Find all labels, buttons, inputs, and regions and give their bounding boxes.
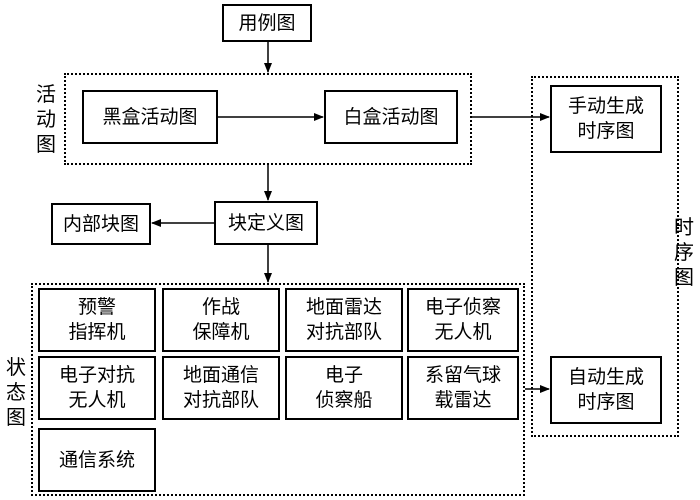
state-item-ground-radar-countermeasure-unit: 地面雷达 对抗部队 bbox=[285, 288, 403, 352]
sequence-group-label: 时 序 图 bbox=[674, 215, 694, 289]
state-item-ground-communication-countermeasure-unit: 地面通信 对抗部队 bbox=[162, 356, 280, 420]
black-box-activity-box: 黑盒活动图 bbox=[82, 90, 218, 144]
sequence-group bbox=[531, 76, 679, 437]
state-item-electronic-reconnaissance-ship: 电子 侦察船 bbox=[285, 356, 403, 420]
activity-group-label: 活 动 图 bbox=[36, 82, 56, 156]
white-box-activity-box: 白盒活动图 bbox=[324, 90, 458, 144]
manual-sequence-box: 手动生成 时序图 bbox=[550, 85, 662, 153]
auto-sequence-box: 自动生成 时序图 bbox=[550, 356, 662, 424]
state-item-electronic-countermeasure-uav: 电子对抗 无人机 bbox=[38, 356, 156, 420]
block-definition-diagram-box: 块定义图 bbox=[214, 201, 318, 245]
state-group-label: 状 态 图 bbox=[6, 355, 26, 429]
state-group bbox=[31, 283, 525, 496]
state-item-early-warning-command-aircraft: 预警 指挥机 bbox=[38, 288, 156, 352]
use-case-diagram-box: 用例图 bbox=[222, 4, 312, 42]
activity-group bbox=[64, 73, 472, 165]
state-item-combat-support-aircraft: 作战 保障机 bbox=[162, 288, 280, 352]
state-item-electronic-reconnaissance-uav: 电子侦察 无人机 bbox=[407, 288, 519, 352]
state-item-tethered-balloon-radar: 系留气球 载雷达 bbox=[407, 356, 519, 420]
state-item-communication-system: 通信系统 bbox=[38, 428, 156, 492]
internal-block-diagram-box: 内部块图 bbox=[51, 203, 151, 245]
